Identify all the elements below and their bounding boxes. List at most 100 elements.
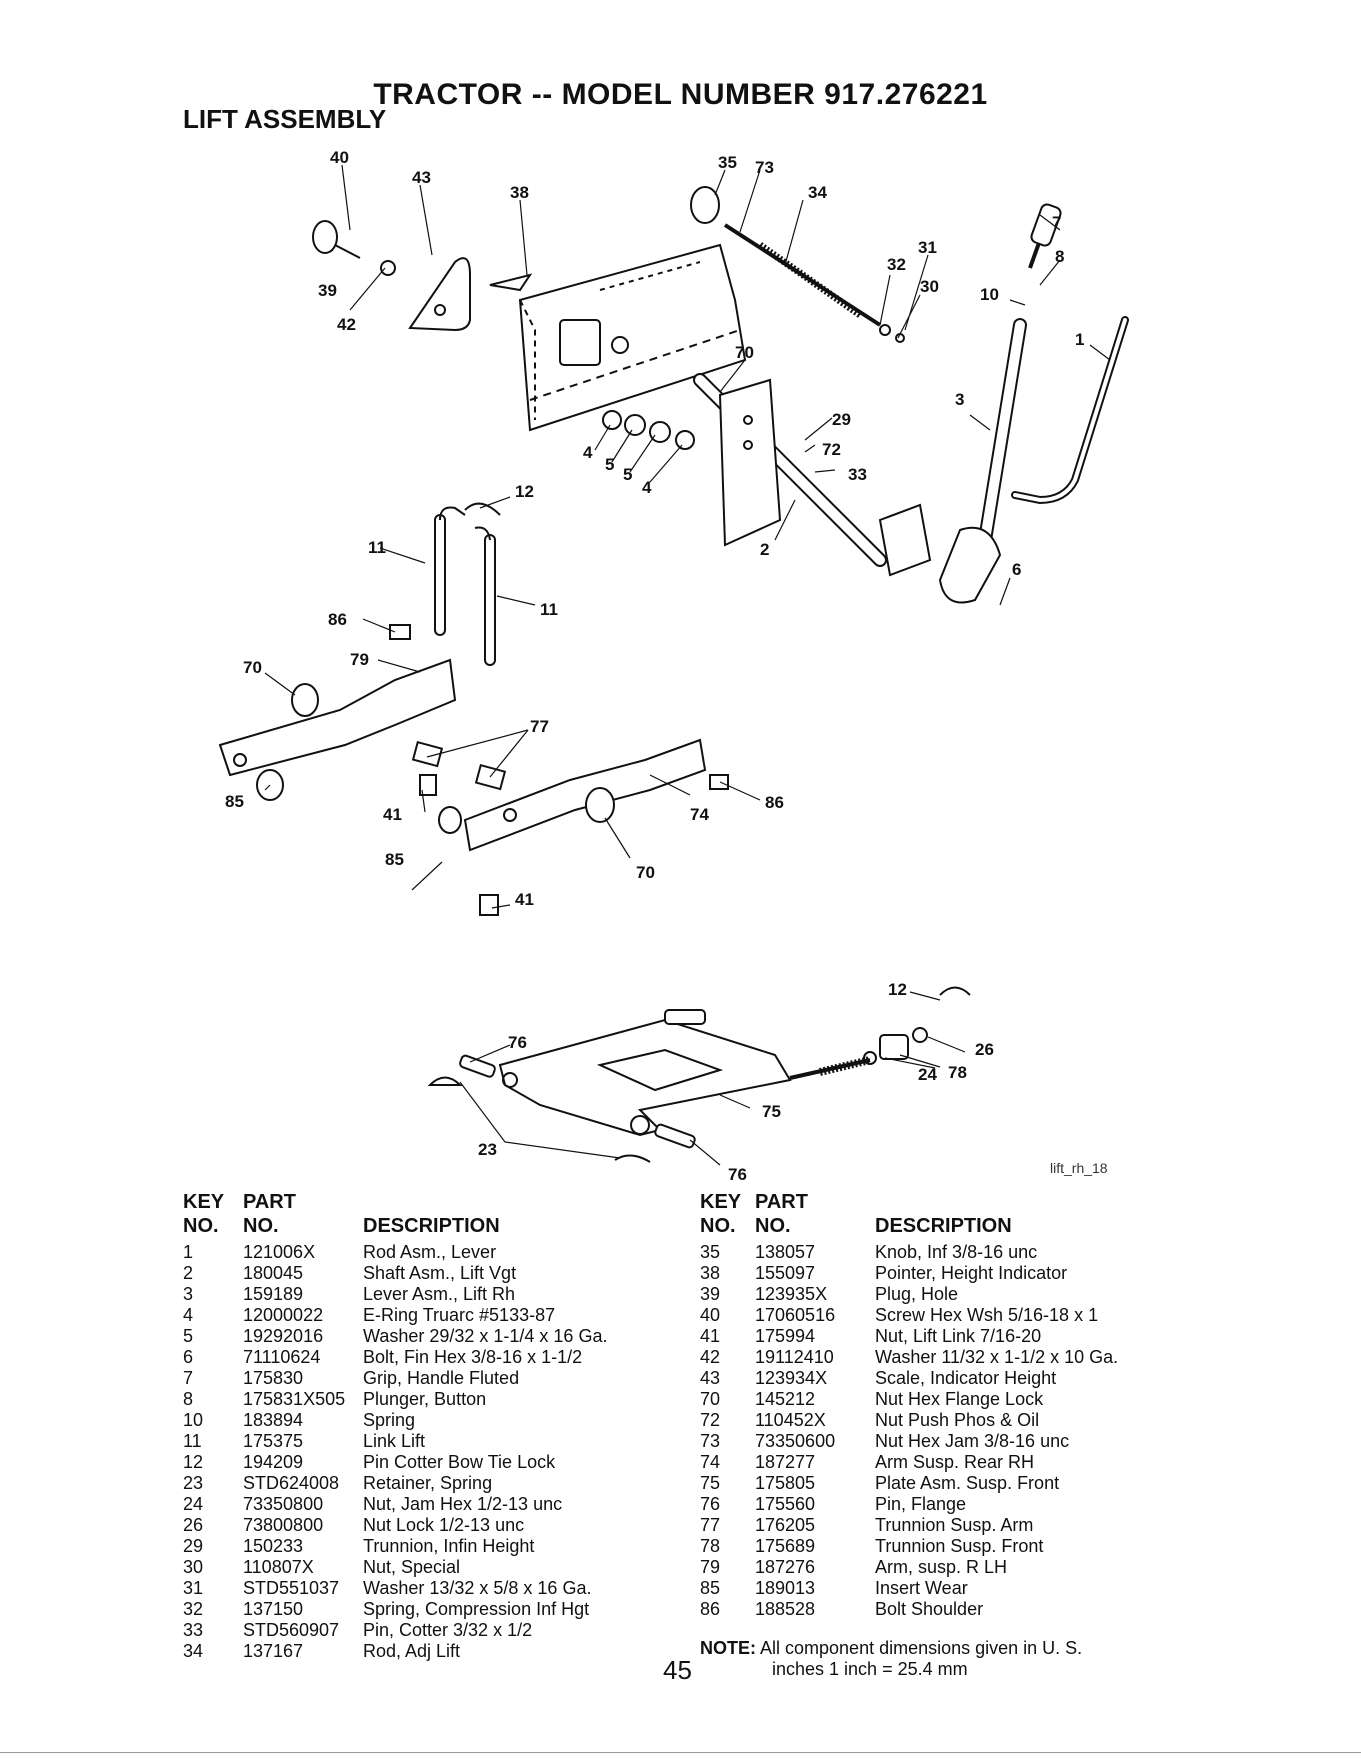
part-no: 19112410 xyxy=(755,1347,834,1367)
key-no: 79 xyxy=(700,1557,721,1577)
key-no: 11 xyxy=(183,1431,202,1451)
callout-label: 75 xyxy=(762,1102,781,1121)
front-trunnion-rod xyxy=(789,1027,928,1080)
callout-label: 38 xyxy=(510,183,529,202)
description: Link Lift xyxy=(363,1431,426,1451)
part-no: 110452X xyxy=(755,1410,826,1430)
key-no: 75 xyxy=(700,1473,721,1493)
callout-label: 77 xyxy=(530,717,549,736)
key-no: 38 xyxy=(700,1263,721,1283)
description: Rod, Adj Lift xyxy=(363,1641,461,1661)
part-no: 12000022 xyxy=(243,1305,324,1325)
washer xyxy=(380,260,396,276)
key-no: 10 xyxy=(183,1410,204,1430)
callout-label: 12 xyxy=(888,980,907,999)
callout-label: 86 xyxy=(328,610,347,629)
flange-pins xyxy=(427,986,971,1163)
part-no: 123934X xyxy=(755,1368,828,1388)
description: Rod Asm., Lever xyxy=(363,1242,497,1262)
header-part-bottom: NO. xyxy=(755,1215,791,1237)
header-part-top: PART xyxy=(243,1191,296,1213)
callout-label: 33 xyxy=(848,465,867,484)
key-no: 1 xyxy=(183,1242,194,1262)
key-no: 73 xyxy=(700,1431,721,1451)
callout-label: 29 xyxy=(832,410,851,429)
part-no: 175994 xyxy=(755,1326,816,1346)
figure-code: lift_rh_18 xyxy=(1050,1160,1108,1176)
callout-label: 42 xyxy=(337,315,356,334)
suspension-plate xyxy=(498,1018,792,1137)
key-no: 42 xyxy=(700,1347,721,1367)
part-no: 159189 xyxy=(243,1284,304,1304)
key-no: 43 xyxy=(700,1368,721,1388)
key-no: 70 xyxy=(700,1389,721,1409)
part-no: 137150 xyxy=(243,1599,304,1619)
key-no: 2 xyxy=(183,1263,194,1283)
key-no: 26 xyxy=(183,1515,204,1535)
callout-label: 4 xyxy=(583,443,593,462)
front-suspension-arm-left xyxy=(218,658,457,801)
header-key-top: KEY xyxy=(183,1191,225,1213)
header-key-top: KEY xyxy=(700,1191,742,1213)
part-no: STD560907 xyxy=(243,1620,340,1640)
note-line-1: All component dimensions given in U. S. xyxy=(760,1638,1083,1658)
header-description: DESCRIPTION xyxy=(363,1215,500,1237)
part-no: 155097 xyxy=(755,1263,816,1283)
part-no: 175831X505 xyxy=(243,1389,346,1409)
description: Trunnion Susp. Front xyxy=(875,1536,1044,1556)
description: Pin Cotter Bow Tie Lock xyxy=(363,1452,556,1472)
callout-label: 24 xyxy=(918,1065,937,1084)
page-title: TRACTOR -- MODEL NUMBER 917.276221 xyxy=(373,78,988,111)
callout-label: 76 xyxy=(508,1033,527,1052)
parts-table-left: KEY NO. PART NO. DESCRIPTION 1 121006X Rod… xyxy=(183,1190,663,1662)
description: Nut Push Phos & Oil xyxy=(875,1410,1040,1430)
header-key-bottom: NO. xyxy=(183,1215,219,1237)
part-no: 180045 xyxy=(243,1263,304,1283)
front-suspension-arm-right xyxy=(438,738,707,852)
description: Trunnion Susp. Arm xyxy=(875,1515,1034,1535)
description: Arm Susp. Rear RH xyxy=(875,1452,1035,1472)
description: Pin, Flange xyxy=(875,1494,967,1514)
header-part-bottom: NO. xyxy=(243,1215,279,1237)
description: Knob, Inf 3/8-16 unc xyxy=(875,1242,1038,1262)
callout-label: 70 xyxy=(636,863,655,882)
description: Nut, Special xyxy=(363,1557,461,1577)
callout-label: 2 xyxy=(760,540,769,559)
description: Screw Hex Wsh 5/16-18 x 1 xyxy=(875,1305,1099,1325)
part-no: 121006X xyxy=(243,1242,316,1262)
part-no: 73350600 xyxy=(755,1431,836,1451)
description: Pointer, Height Indicator xyxy=(875,1263,1068,1283)
key-no: 8 xyxy=(183,1389,194,1409)
key-no: 35 xyxy=(700,1242,721,1262)
table-header: KEY NO. PART NO. DESCRIPTION xyxy=(183,1190,663,1242)
description: Nut Lock 1/2-13 unc xyxy=(363,1515,525,1535)
callout-label: 41 xyxy=(383,805,402,824)
callout-label: 78 xyxy=(948,1063,967,1082)
callout-label: 7 xyxy=(1052,213,1061,232)
description: Bolt Shoulder xyxy=(875,1599,984,1619)
callout-label: 1 xyxy=(1075,330,1084,349)
note-label: NOTE: xyxy=(700,1638,756,1658)
key-no: 76 xyxy=(700,1494,721,1514)
callout-label: 86 xyxy=(765,793,784,812)
callout-label: 34 xyxy=(808,183,827,202)
callout-label: 70 xyxy=(735,343,754,362)
description: Spring xyxy=(363,1410,416,1430)
callout-label: 5 xyxy=(623,465,632,484)
part-no: 71110624 xyxy=(243,1347,321,1367)
